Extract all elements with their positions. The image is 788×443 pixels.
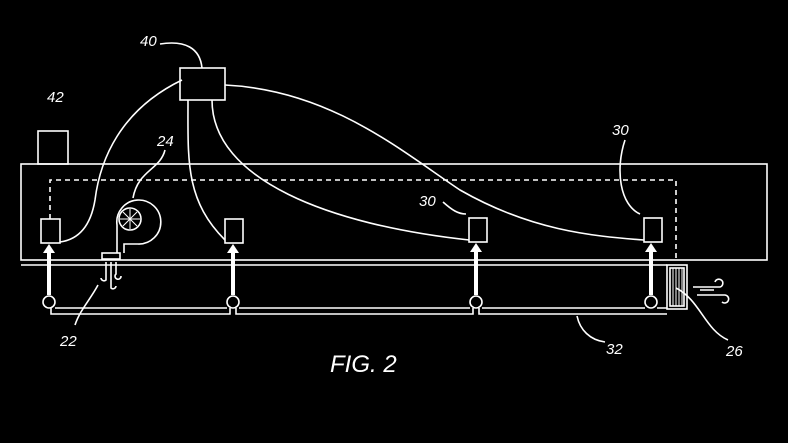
sensor-2 <box>224 218 244 244</box>
leader-22 <box>74 284 99 326</box>
label-42: 42 <box>47 89 64 106</box>
airflow-icon <box>693 278 730 304</box>
vent-26 <box>666 264 730 310</box>
wire-sensor-2 <box>187 99 226 241</box>
wire-sensor-1 <box>59 79 183 243</box>
probe-circles <box>42 295 658 309</box>
label-30a: 30 <box>419 193 436 210</box>
label-32: 32 <box>606 341 623 358</box>
enclosure <box>20 163 768 261</box>
controller-40-box <box>179 67 226 101</box>
leader-24 <box>132 149 166 199</box>
leader-30b <box>619 139 641 215</box>
label-24: 24 <box>156 133 174 150</box>
leader-26 <box>675 287 729 341</box>
sensor-1 <box>40 218 61 244</box>
fan-24 <box>100 199 162 290</box>
label-22: 22 <box>59 333 77 350</box>
figure-title: FIG. 2 <box>330 351 397 378</box>
label-26: 26 <box>725 343 743 360</box>
leader-32 <box>576 315 606 343</box>
wire-sensor-3 <box>211 99 470 241</box>
label-30b: 30 <box>612 122 629 139</box>
label-40: 40 <box>140 33 157 50</box>
dashed-boundary <box>49 179 677 262</box>
leader-30a <box>442 201 467 215</box>
flow-arrows <box>43 243 657 295</box>
sensor-3 <box>468 217 488 243</box>
sensor-4 <box>643 217 663 243</box>
unit-42-box <box>37 130 69 165</box>
wire-sensor-4 <box>224 84 645 241</box>
pipe-32 <box>50 307 667 315</box>
leader-40 <box>159 42 203 69</box>
